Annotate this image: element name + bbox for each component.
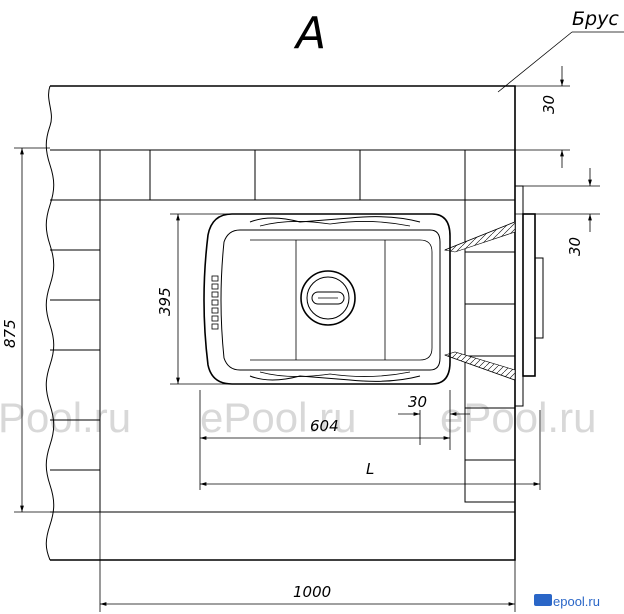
extension-lines xyxy=(14,85,600,612)
dim-top-wall-offset: 30 xyxy=(540,95,558,114)
flue-assembly xyxy=(443,185,544,407)
brick-right-3 xyxy=(464,303,516,357)
view-label: A xyxy=(293,8,326,59)
brick-top-3 xyxy=(254,149,361,201)
dimension-lines xyxy=(20,31,624,606)
stove xyxy=(203,213,451,385)
stove-door xyxy=(300,270,356,326)
wall-outline xyxy=(45,85,516,561)
dim-stove-depth: 395 xyxy=(156,287,174,316)
watermark-corner: epool.ru xyxy=(553,594,600,609)
beam-label: Брус xyxy=(572,8,619,30)
watermark-center: ePool.ru xyxy=(200,394,356,441)
brick-top-1 xyxy=(99,149,151,201)
brick-top-4 xyxy=(359,149,466,201)
brick-lining xyxy=(99,149,516,503)
brick-top-2 xyxy=(149,149,256,201)
labels: A Брус 1000 L 604 30 875 395 30 30 xyxy=(1,8,619,601)
dim-length: L xyxy=(366,460,374,478)
watermarks: Pool.ru ePool.ru ePool.ru xyxy=(0,394,596,441)
dim-stove-width: 604 xyxy=(310,417,339,435)
watermark-right: ePool.ru xyxy=(440,394,596,441)
vent-holes xyxy=(211,275,219,330)
dim-stove-gap-front: 30 xyxy=(408,393,427,411)
dim-stove-gap-right: 30 xyxy=(566,237,584,256)
dim-depth-total: 875 xyxy=(1,319,19,348)
corner-logo: epool.ru xyxy=(534,594,600,609)
brick-right-6 xyxy=(464,459,516,503)
brick-right-2 xyxy=(464,251,516,305)
dim-width-total: 1000 xyxy=(293,583,331,601)
watermark-left: Pool.ru xyxy=(0,394,131,441)
brick-top-5 xyxy=(464,149,516,201)
